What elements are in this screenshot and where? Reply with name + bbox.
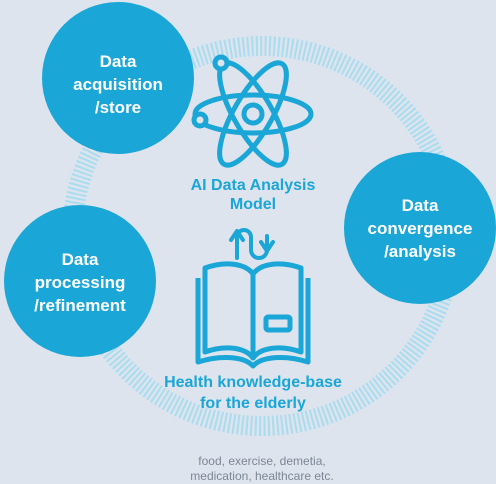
knowledge-base-label: Health knowledge-base for the elderly: [164, 374, 342, 412]
node-label-processing: Data processing /refinement: [34, 250, 126, 315]
node-label-convergence: Data convergence /analysis: [367, 196, 473, 261]
node-circle-convergence: [344, 152, 496, 304]
up-down-arrows-icon: [229, 228, 275, 260]
node-label-acquisition: Data acquisition /store: [73, 52, 163, 117]
open-book-icon: [195, 261, 311, 369]
model-label: AI Data Analysis Model: [190, 177, 316, 213]
node-circle-processing: [4, 205, 156, 357]
footnote: food, exercise, demetia, medication, hea…: [190, 454, 334, 483]
atom-icon: [191, 54, 314, 168]
node-circle-acquisition: [42, 2, 194, 154]
